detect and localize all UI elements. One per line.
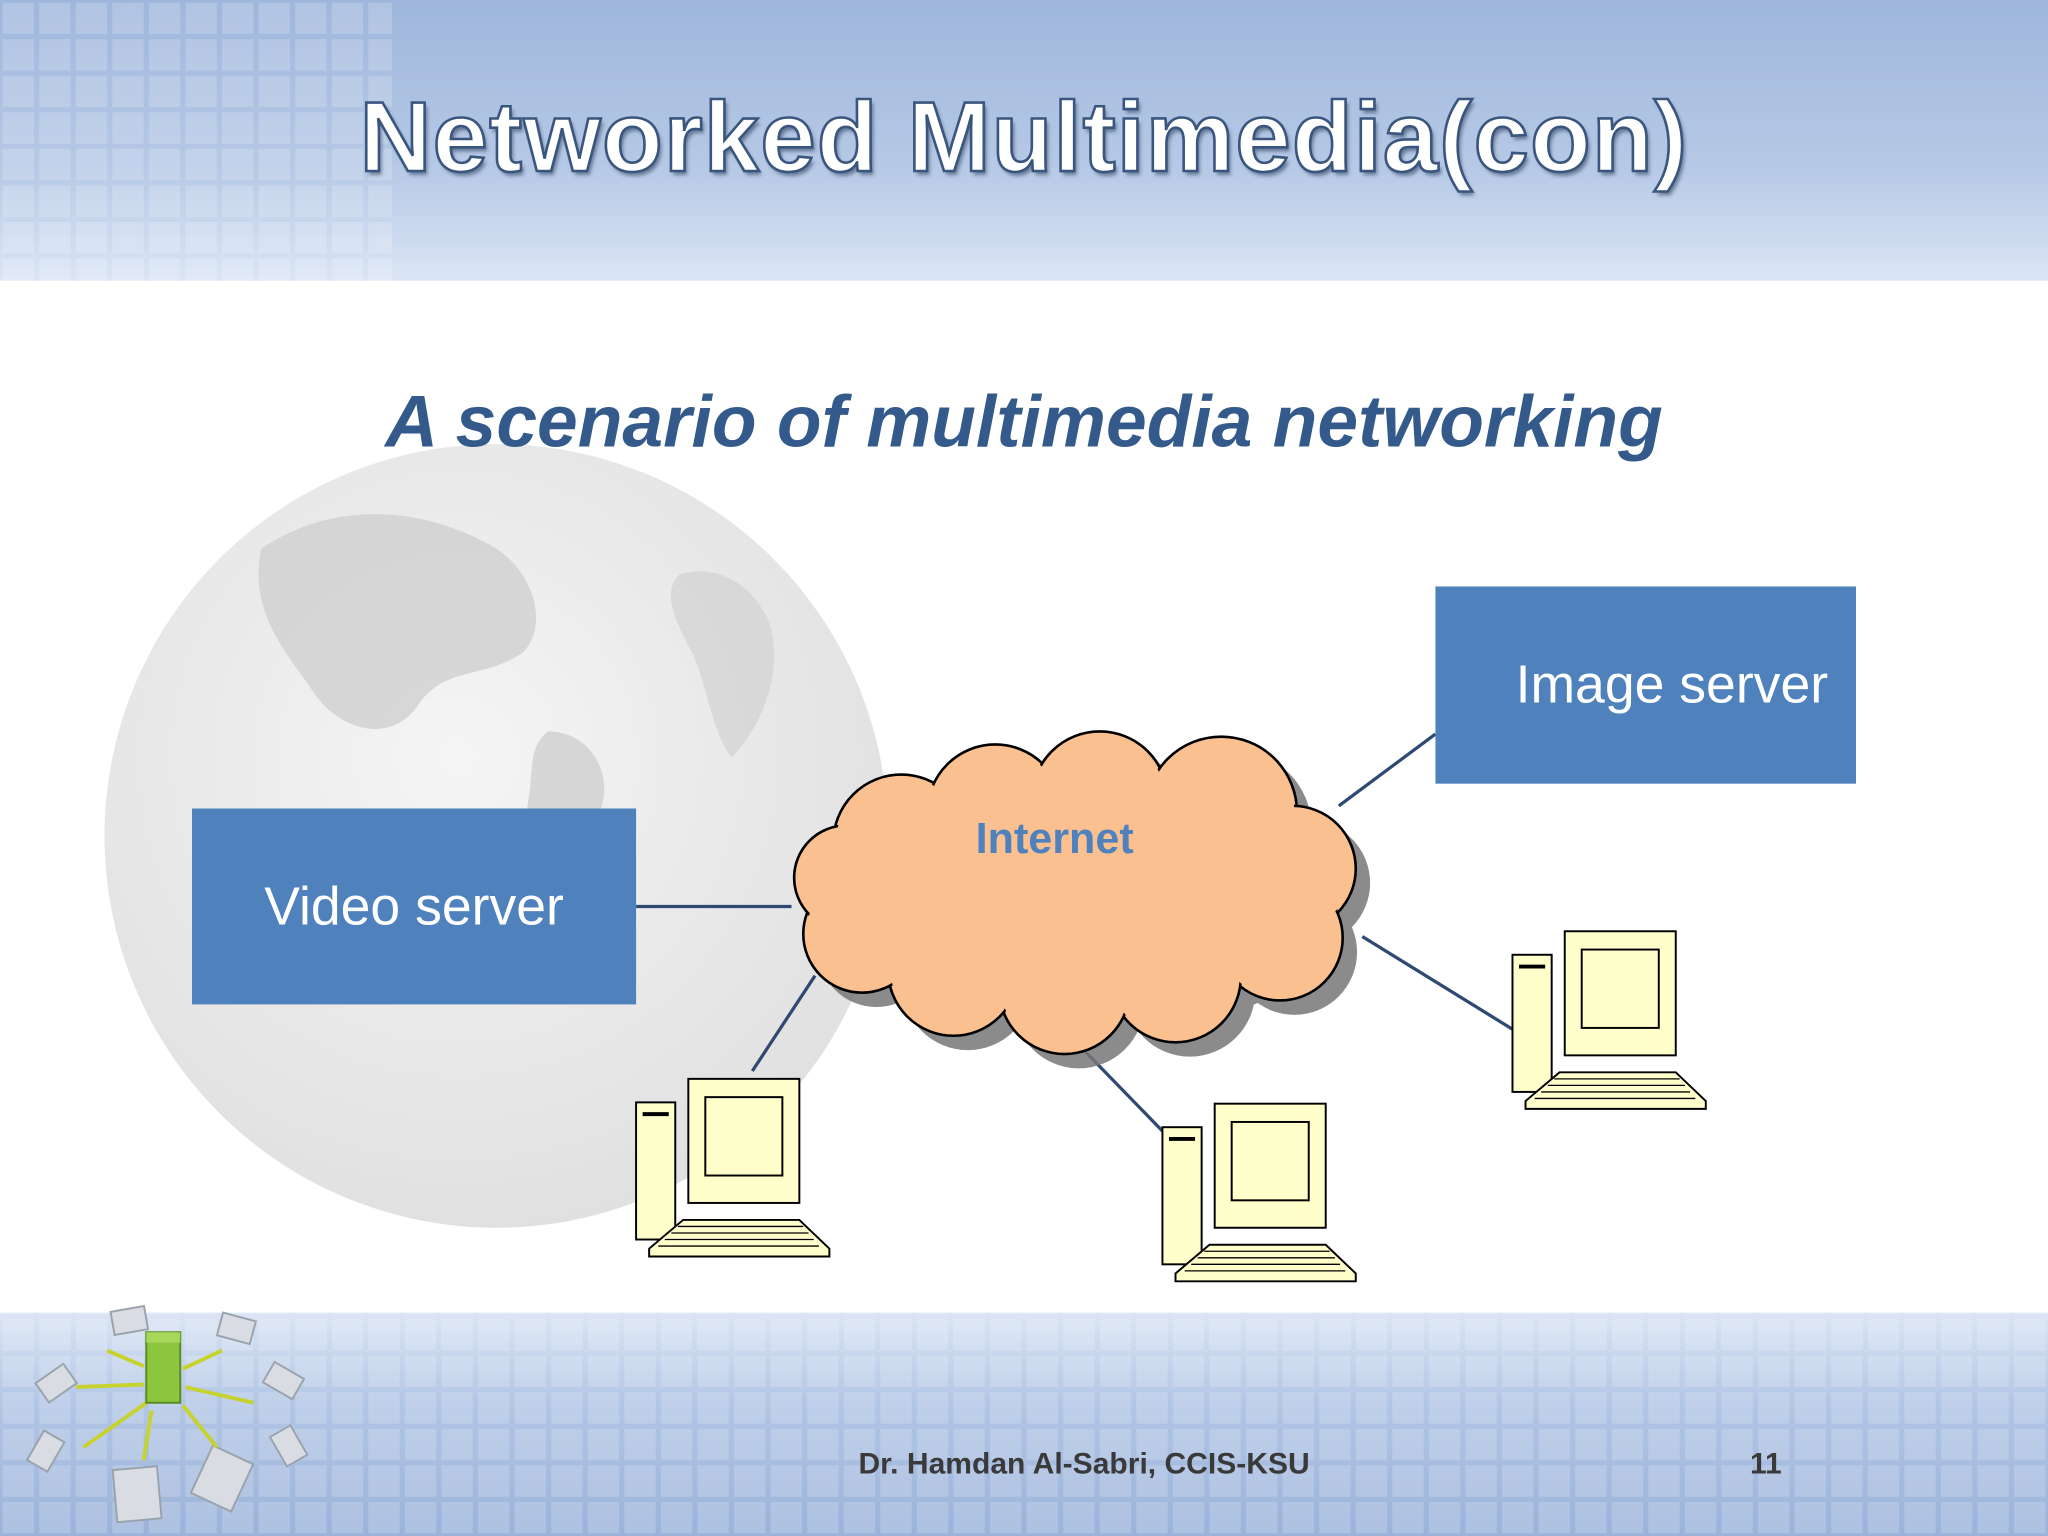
image-server-box: Image server [1435,586,1856,784]
video-server-label: Video server [264,875,564,936]
link-image-server [1337,732,1437,808]
slide-number: 11 [1749,1445,1782,1480]
internet-cloud [792,730,1371,1069]
video-server-box: Video server [191,808,637,1005]
slide-subtitle: A scenario of multimedia networking [385,380,1663,463]
link-client-1 [750,974,817,1072]
footer-author: Dr. Hamdan Al-Sabri, CCIS-KSU [858,1445,1310,1480]
client-computer-icon [1161,1102,1357,1283]
client-computer-icon [635,1077,831,1258]
client-computers [635,930,1707,1283]
link-client-3 [1361,935,1514,1031]
client-computer-icon [1511,930,1707,1110]
slide-title: Networked Multimedia(con) [358,81,1689,195]
connection-lines [636,732,1514,1135]
image-server-label: Image server [1515,654,1829,715]
internet-label: Internet [975,813,1134,863]
network-logo-icon [25,1304,309,1524]
